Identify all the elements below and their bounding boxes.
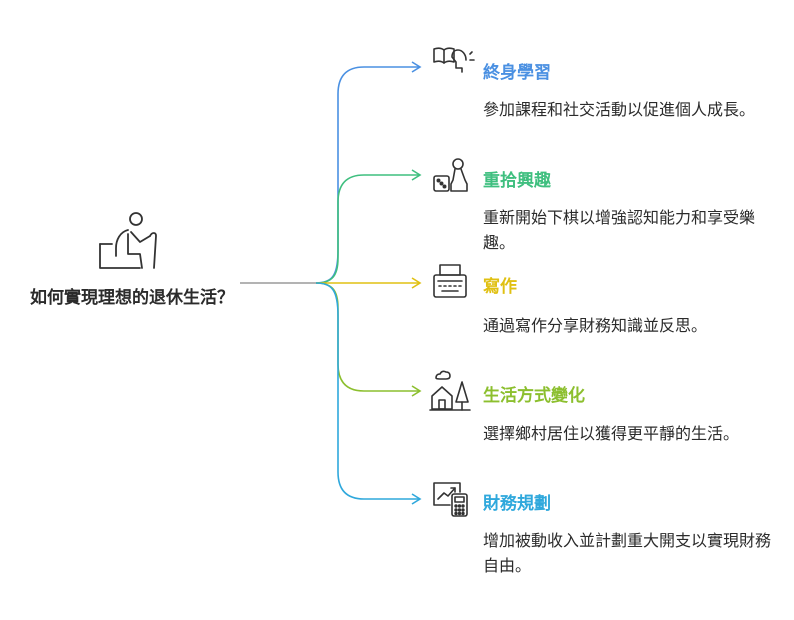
connector-financial-planning [315, 282, 420, 500]
branch-title-lifestyle-change: 生活方式變化 [483, 386, 585, 406]
elderly-person-with-cane-icon [99, 212, 157, 269]
branch-title-rediscover-hobbies: 重拾興趣 [483, 171, 551, 191]
book-and-head-icon [433, 47, 475, 73]
arrowhead-rediscover-hobbies [411, 169, 422, 181]
branch-desc-financial-planning: 增加被動收入並計劃重大開支以實現財務自由。 [483, 531, 772, 575]
arrowhead-writing [411, 277, 422, 289]
arrowhead-lifelong-learning [411, 61, 422, 73]
branch-title-writing: 寫作 [483, 277, 517, 297]
house-and-tree-icon [429, 370, 471, 411]
branch-desc-writing: 通過寫作分享財務知識並反思。 [483, 316, 708, 335]
root-question-label: 如何實現理想的退休生活？ [30, 288, 234, 308]
branch-desc-lifelong-learning: 參加課程和社交活動以促進個人成長。 [483, 100, 756, 119]
branch-desc-lifestyle-change: 選擇鄉村居住以獲得更平靜的生活。 [483, 424, 740, 443]
connector-lifestyle-change [315, 282, 420, 392]
chart-and-calculator-icon [433, 482, 468, 517]
arrowhead-lifestyle-change [411, 385, 422, 397]
typewriter-icon [433, 264, 467, 298]
branch-title-lifelong-learning: 終身學習 [483, 63, 551, 83]
connector-rediscover-hobbies [315, 174, 420, 284]
branch-desc-rediscover-hobbies: 重新開始下棋以增強認知能力和享受樂趣。 [483, 208, 756, 252]
dice-and-chess-pawn-icon [433, 158, 468, 192]
branch-title-financial-planning: 財務規劃 [483, 494, 551, 514]
arrowhead-financial-planning [411, 493, 422, 505]
